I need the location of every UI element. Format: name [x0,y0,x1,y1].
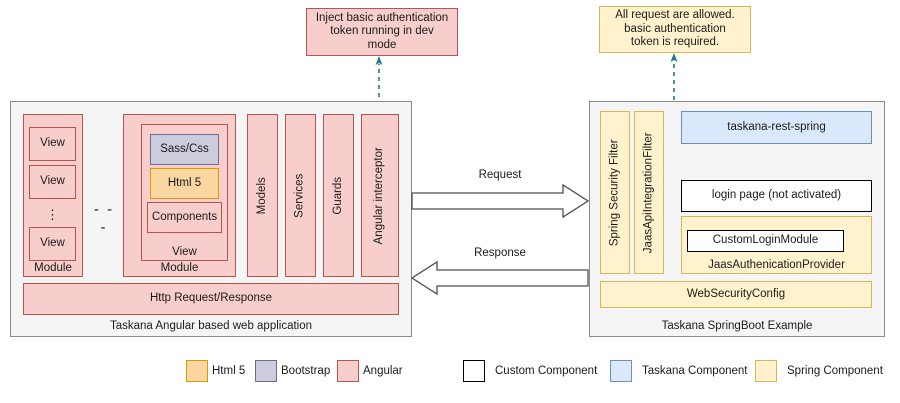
request-arrow [411,183,590,219]
components-box[interactable]: Components [147,202,222,233]
module-a-view-3[interactable]: View [29,227,76,261]
legend-swatch-taskana-component [610,360,632,382]
response-arrow-label: Response [474,247,526,259]
module-a-view-ellipsis: ⋮ [46,206,59,222]
module-b-view-label: View [172,246,197,258]
legend-item-bootstrap: Bootstrap [255,360,330,382]
http-request-response-bar[interactable]: Http Request/Response [23,283,399,315]
legend-label-custom-component: Custom Component [495,365,598,377]
legend-label-html5: Html 5 [212,365,246,377]
legend-label-taskana-component: Taskana Component [642,365,748,377]
angular-app-caption: Taskana Angular based web application [109,320,313,332]
response-arrow [410,260,589,296]
module-b-label: Module [160,262,199,274]
custom-login-module-box[interactable]: CustomLoginModule [687,230,844,252]
angular-interceptor-label: Angular interceptor [373,146,386,245]
legend-label-bootstrap: Bootstrap [281,365,331,377]
legend-swatch-bootstrap [255,360,277,382]
module-a-label: Module [34,262,72,274]
services-label: Services [293,173,306,218]
legend-swatch-angular [337,360,359,382]
models-label: Models [255,176,268,215]
legend-swatch-spring-component [755,360,777,382]
spring-security-filter[interactable]: Spring Security Filter [600,111,630,274]
html5-box[interactable]: Html 5 [150,168,219,199]
modules-ellipsis: - - - [93,201,115,236]
springboot-caption: Taskana SpringBoot Example [661,320,813,332]
legend-item-html5: Html 5 [186,360,245,382]
jaas-api-integration-filter[interactable]: JaasApiIntegrationFilter [634,111,664,274]
sass-css-box[interactable]: Sass/Css [150,134,219,165]
legend-item-taskana-component: Taskana Component [610,360,747,382]
angular-interceptor-column[interactable]: Angular interceptor [361,114,399,277]
legend-item-spring-component: Spring Component [755,360,883,382]
taskana-rest-spring-box[interactable]: taskana-rest-spring [681,111,872,144]
jaas-api-integration-filter-label: JaasApiIntegrationFilter [642,132,655,253]
request-arrow-label: Request [478,169,522,181]
web-security-config-box[interactable]: WebSecurityConfig [600,281,872,308]
legend-label-spring-component: Spring Component [787,365,883,377]
spring-security-filter-label: Spring Security Filter [608,139,621,246]
angular-interceptor-note: Inject basic authentication token runnin… [306,8,458,56]
module-a-view-2[interactable]: View [29,165,76,199]
legend-item-angular: Angular [337,360,403,382]
legend-swatch-html5 [186,360,208,382]
services-column[interactable]: Services [285,114,316,277]
legend-label-angular: Angular [363,365,403,377]
angular-note-connector [375,56,383,105]
module-a-view-1[interactable]: View [29,127,76,161]
legend: Html 5 Bootstrap Angular Custom Componen… [0,358,900,388]
spring-filter-note: All request are allowed. basic authentic… [599,6,751,53]
guards-label: Guards [331,176,344,215]
guards-column[interactable]: Guards [323,114,354,277]
legend-item-custom-component: Custom Component [463,360,597,382]
legend-swatch-custom-component [463,360,485,382]
models-column[interactable]: Models [247,114,278,277]
login-page-box[interactable]: login page (not activated) [681,180,872,212]
jaas-authentication-provider-label: JaasAuthenicationProvider [708,259,845,271]
